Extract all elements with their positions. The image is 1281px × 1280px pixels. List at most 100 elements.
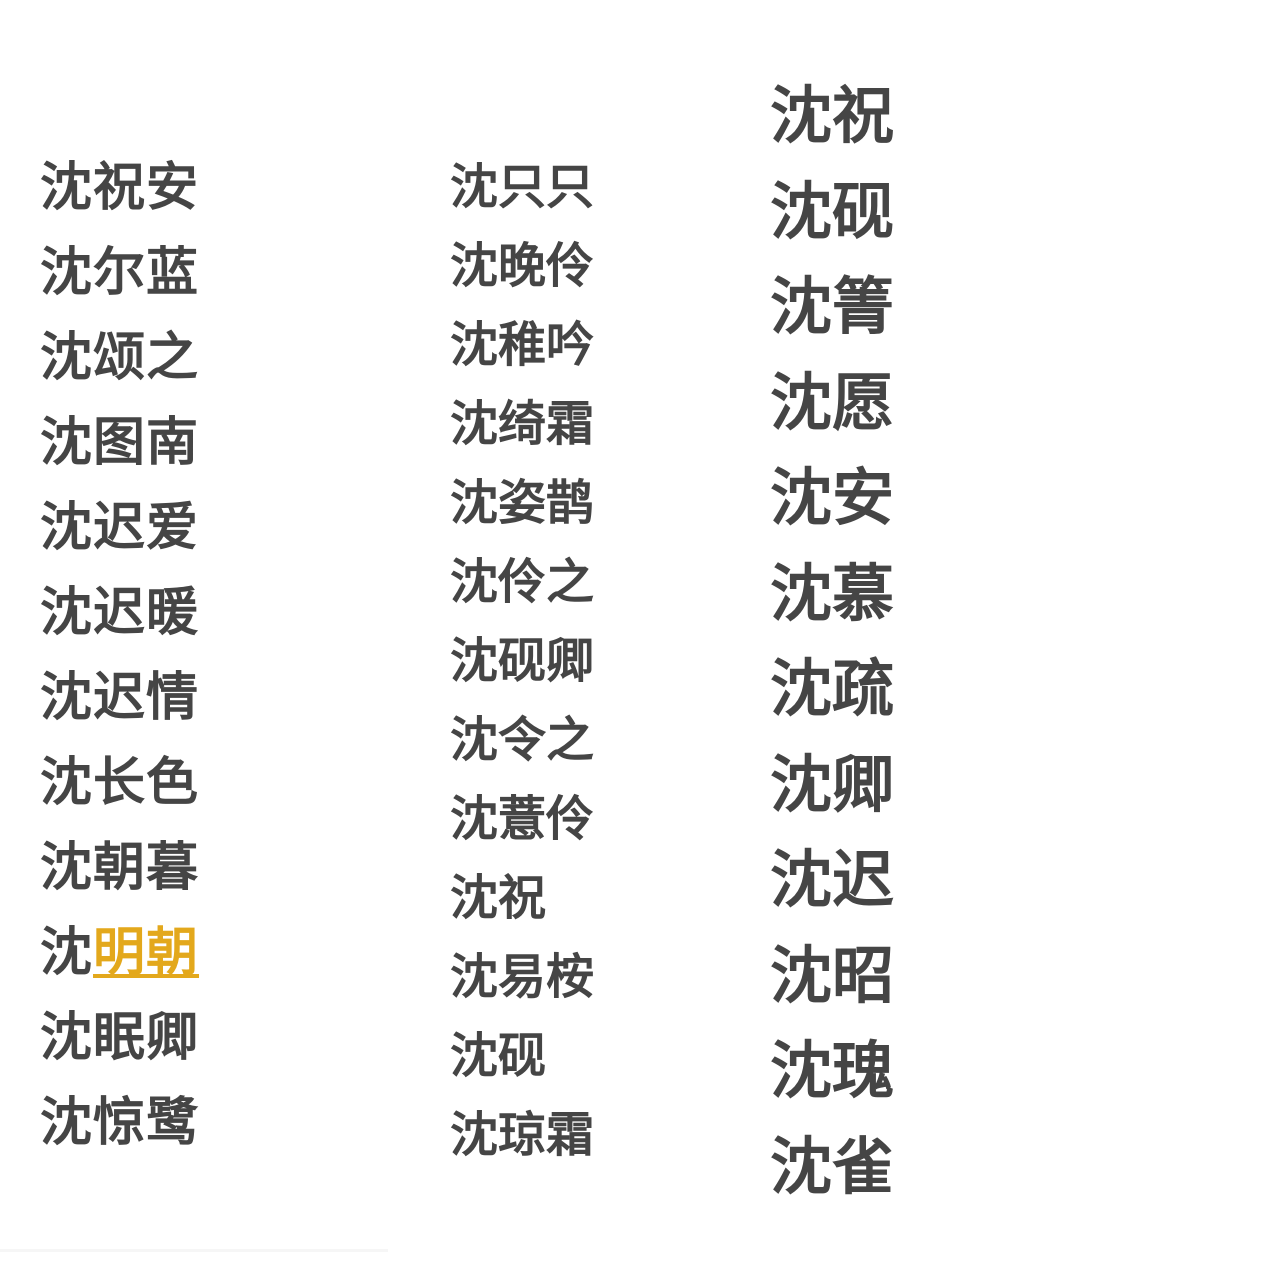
name-item: 沈稚吟 [450,306,594,385]
surname: 沈 [40,838,94,898]
surname: 沈 [40,158,94,218]
name-item: 沈迟 [770,832,894,928]
name-item: 沈晚伶 [450,227,594,306]
name-item: 沈瑰 [770,1023,894,1119]
name-item: 沈惊鹭 [40,1081,199,1166]
given-name: 祝 [832,79,895,152]
name-list-column-1: 沈祝安沈尔蓝沈颂之沈图南沈迟爱沈迟暖沈迟情沈长色沈朝暮沈明朝沈眠卿沈惊鹭 [40,146,199,1166]
surname: 沈 [770,1034,833,1107]
name-list-column-2: 沈只只沈晚伶沈稚吟沈绮霜沈姿鹊沈伶之沈砚卿沈令之沈薏伶沈祝沈易桉沈砚沈琼霜 [450,148,594,1175]
given-name: 易桉 [498,949,595,1005]
surname: 沈 [450,317,499,373]
surname: 沈 [40,328,94,388]
name-item: 沈伶之 [450,543,594,622]
given-name: 迟暖 [93,583,200,643]
name-list-column-3: 沈祝沈砚沈箐沈愿沈安沈慕沈疏沈卿沈迟沈昭沈瑰沈雀 [770,68,894,1214]
given-name: 疏 [832,652,895,725]
given-name: 慕 [832,556,895,630]
surname: 沈 [40,1008,94,1068]
surname: 沈 [450,949,499,1005]
given-name: 尔蓝 [93,243,200,303]
given-name: 安 [832,461,895,534]
name-item: 沈砚卿 [450,622,594,701]
surname: 沈 [770,79,833,152]
surname: 沈 [450,870,499,926]
divider [0,1249,388,1252]
surname: 沈 [770,938,833,1012]
name-item: 沈祝 [770,68,894,164]
given-name: 雀 [832,1129,895,1203]
given-name: 祝安 [93,158,200,218]
surname: 沈 [450,238,499,294]
given-name: 晚伶 [498,238,595,294]
given-name: 姿鹊 [498,475,595,531]
name-item: 沈颂之 [40,316,199,401]
name-item: 沈砚 [770,164,894,260]
given-name: 眠卿 [93,1008,200,1068]
surname: 沈 [40,583,94,643]
name-item: 沈昭 [770,928,894,1024]
surname: 沈 [40,1093,94,1153]
name-item: 沈祝 [450,859,594,938]
name-item: 沈卿 [770,737,894,833]
name-item: 沈尔蓝 [40,231,199,316]
given-name: 图南 [93,413,200,473]
surname: 沈 [450,791,499,847]
surname: 沈 [450,159,499,215]
name-item: 沈只只 [450,148,594,227]
given-name: 祝 [498,870,547,926]
surname: 沈 [770,1129,833,1203]
surname: 沈 [450,712,499,768]
given-name: 迟情 [93,668,200,728]
given-name: 薏伶 [498,791,595,847]
name-item: 沈慕 [770,546,894,642]
surname: 沈 [40,498,94,558]
given-name: 长色 [93,753,200,813]
name-item: 沈安 [770,450,894,546]
given-name: 颂之 [93,328,200,388]
given-name: 砚 [498,1028,547,1084]
given-name: 箐 [832,270,895,343]
surname: 沈 [770,365,833,439]
name-item: 沈愿 [770,355,894,451]
name-item: 沈朝暮 [40,826,199,911]
name-item: 沈图南 [40,401,199,486]
surname: 沈 [770,174,833,248]
surname: 沈 [40,413,94,473]
surname: 沈 [450,475,499,531]
given-name: 只只 [498,159,595,215]
name-item: 沈迟情 [40,656,199,741]
surname: 沈 [770,747,833,821]
given-name: 卿 [832,747,895,821]
name-item: 沈薏伶 [450,780,594,859]
surname: 沈 [450,1107,499,1163]
name-item: 沈绮霜 [450,385,594,464]
given-name: 迟爱 [93,498,200,558]
given-name: 绮霜 [498,396,595,452]
name-item: 沈箐 [770,259,894,355]
surname: 沈 [40,923,94,983]
surname: 沈 [40,243,94,303]
name-item: 沈迟爱 [40,486,199,571]
given-name: 迟 [832,843,895,916]
given-name-highlighted: 明朝 [93,923,200,983]
given-name: 惊鹭 [93,1093,200,1153]
surname: 沈 [770,843,833,916]
name-item: 沈姿鹊 [450,464,594,543]
surname: 沈 [450,396,499,452]
name-item: 沈砚 [450,1017,594,1096]
name-item: 沈雀 [770,1119,894,1215]
given-name: 稚吟 [498,317,595,373]
name-item: 沈琼霜 [450,1096,594,1175]
name-item: 沈眠卿 [40,996,199,1081]
name-item: 沈迟暖 [40,571,199,656]
name-item: 沈疏 [770,641,894,737]
given-name: 朝暮 [93,838,200,898]
given-name: 伶之 [498,554,595,610]
surname: 沈 [450,633,499,689]
name-item: 沈长色 [40,741,199,826]
surname: 沈 [770,270,833,343]
given-name: 瑰 [832,1034,895,1107]
surname: 沈 [450,1028,499,1084]
given-name: 砚 [832,174,895,248]
